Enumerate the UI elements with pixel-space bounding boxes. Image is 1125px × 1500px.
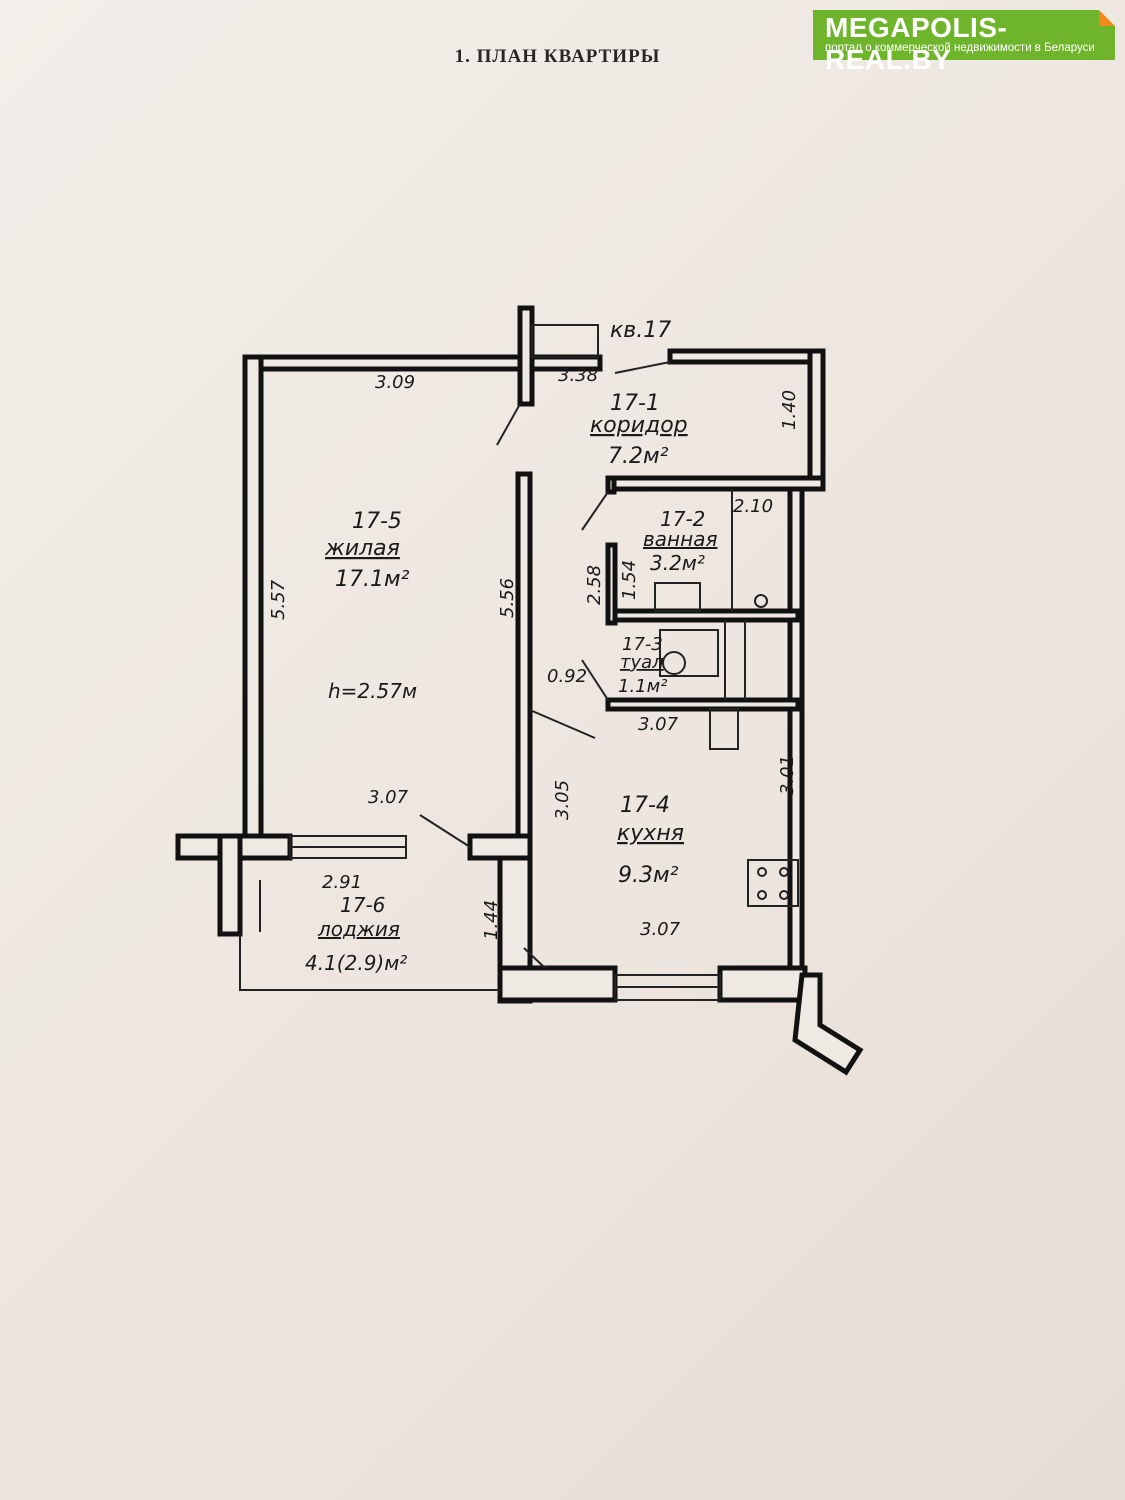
room-17-1-id: 17-1 — [610, 391, 660, 416]
room-17-1-name: коридор — [590, 413, 688, 438]
room-17-2-name: ванная — [643, 527, 717, 551]
dim-kitchen-left: 3.05 — [552, 780, 573, 820]
room-17-3-area: 1.1м² — [618, 676, 667, 697]
room-17-5-id: 17-5 — [352, 509, 402, 534]
dim-bath-inner: 1.54 — [619, 560, 640, 600]
dim-living-top: 3.09 — [375, 372, 415, 393]
dim-bath-left: 2.58 — [584, 565, 605, 605]
dim-living-bottom: 3.07 — [368, 787, 409, 808]
walls — [175, 305, 864, 1076]
apartment-label: кв.17 — [610, 318, 671, 343]
dimensions: 3.09 5.57 5.56 3.07 3.38 1.40 2.10 2.58 … — [268, 365, 800, 940]
room-17-5-area: 17.1м² — [335, 567, 410, 592]
room-17-6-id: 17-6 — [340, 893, 385, 917]
room-17-6-area: 4.1(2.9)м² — [305, 951, 407, 975]
room-17-5-name: жилая — [324, 536, 400, 561]
room-17-4-name: кухня — [617, 821, 684, 846]
logo-tagline: портал о коммерческой недвижимости в Бел… — [825, 42, 1095, 54]
dim-corridor-top: 3.38 — [558, 365, 598, 386]
dim-kitchen-right: 3.01 — [777, 755, 798, 795]
dim-wc-door: 0.92 — [547, 666, 587, 687]
windows-and-fixtures — [239, 324, 799, 1001]
room-17-6-name: лоджия — [317, 917, 400, 941]
dim-bath-right: 2.10 — [733, 496, 773, 517]
dim-corridor-right: 1.40 — [779, 390, 800, 430]
page-title: 1. ПЛАН КВАРТИРЫ — [454, 46, 661, 67]
room-17-1-area: 7.2м² — [608, 444, 669, 469]
dim-kitchen-top: 3.07 — [638, 714, 679, 735]
room-17-2-area: 3.2м² — [650, 551, 705, 575]
room-17-3-id: 17-3 — [622, 634, 663, 655]
dim-kitchen-bottom: 3.07 — [640, 919, 681, 940]
ceiling-height: h=2.57м — [328, 679, 417, 703]
logo-brand: MEGAPOLIS-REAL.BY — [825, 12, 1008, 75]
dim-loggia-right: 1.44 — [481, 900, 502, 940]
room-17-4-id: 17-4 — [620, 793, 670, 818]
dim-living-right: 5.56 — [497, 578, 518, 618]
room-17-2-id: 17-2 — [660, 507, 705, 531]
logo-corner-fold — [1099, 10, 1115, 26]
dim-loggia-top: 2.91 — [322, 872, 362, 893]
room-17-4-area: 9.3м² — [618, 863, 679, 888]
dim-living-left: 5.57 — [268, 579, 289, 620]
room-17-3-name: туал — [620, 652, 664, 673]
watermark-logo: MEGAPOLIS-REAL.BY портал о коммерческой … — [813, 10, 1115, 75]
